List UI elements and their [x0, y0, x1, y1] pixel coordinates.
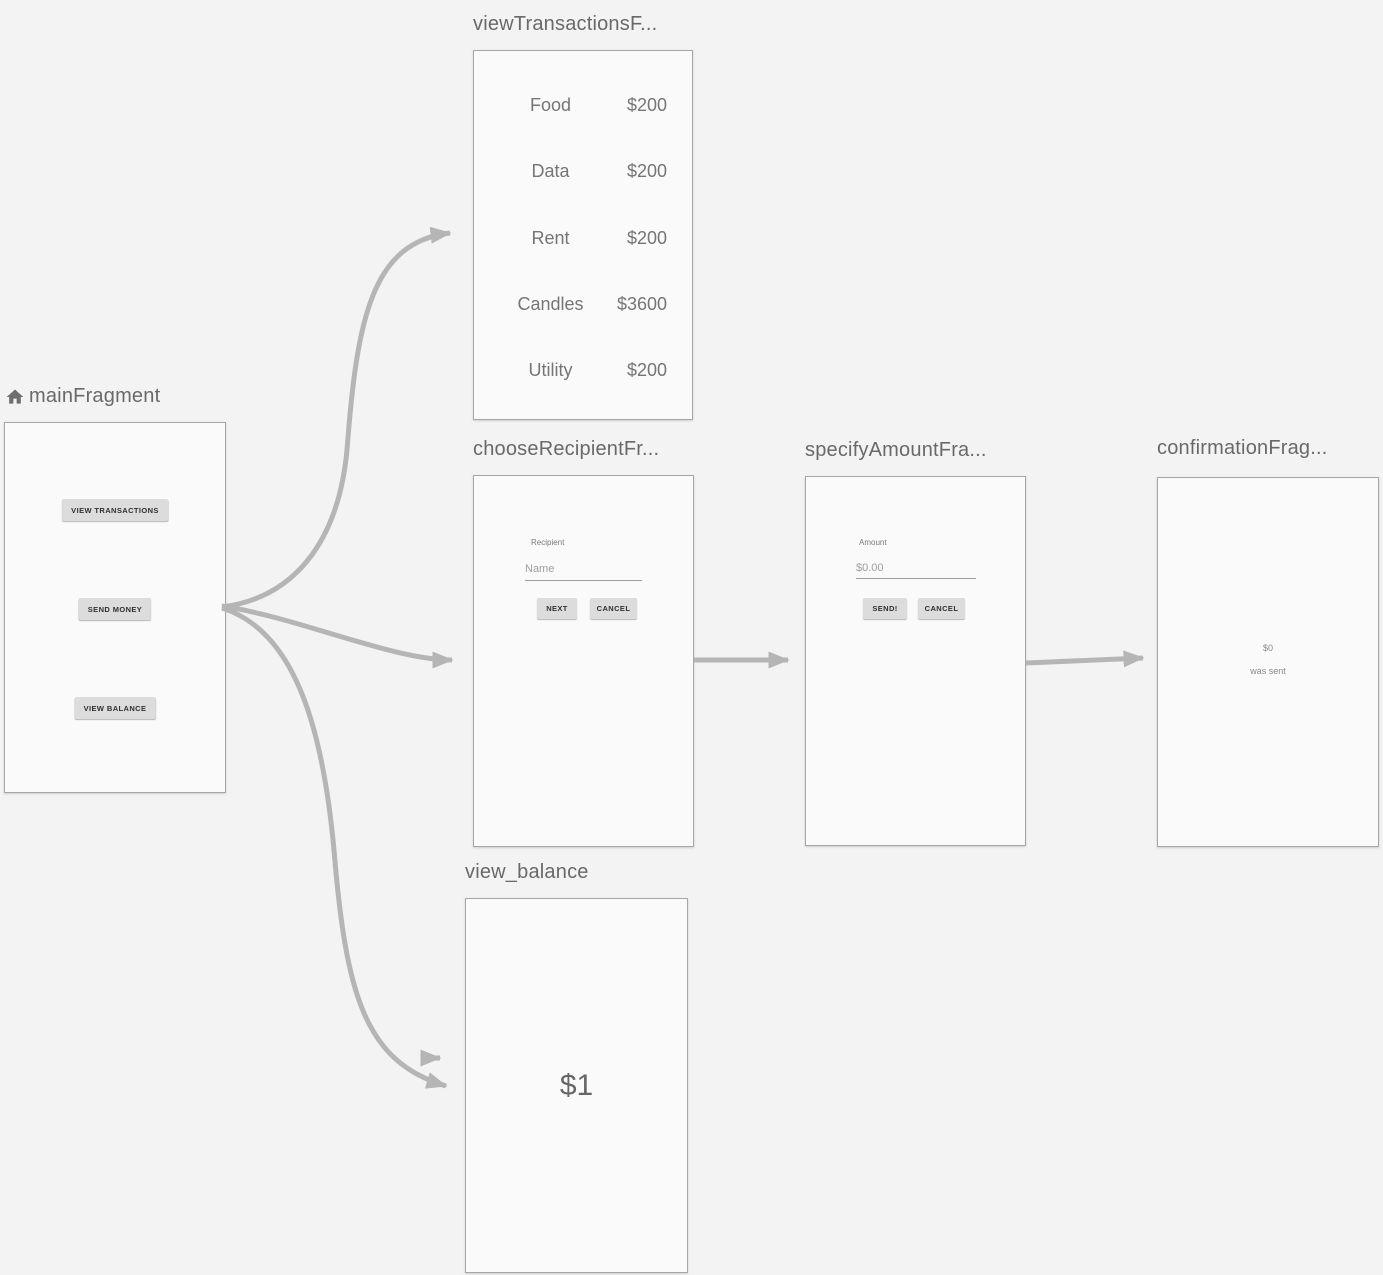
fragment-title-choose-recipient[interactable]: chooseRecipientFr... [473, 438, 659, 461]
home-icon [5, 387, 25, 407]
fragment-card-main[interactable]: VIEW TRANSACTIONS SEND MONEY VIEW BALANC… [4, 422, 226, 793]
recipient-name-hint: Name [525, 563, 555, 575]
preview-send-money-button: SEND MONEY [78, 598, 152, 620]
transaction-row: Rent $200 [474, 225, 692, 251]
preview-send-button: SEND! [863, 598, 907, 619]
fragment-card-view-balance[interactable]: $1 [465, 898, 688, 1273]
transaction-label: Data [531, 160, 570, 181]
transaction-row: Utility $200 [474, 357, 692, 383]
balance-amount-text: $1 [559, 1069, 594, 1102]
fragment-title-label: confirmationFrag... [1157, 437, 1328, 459]
transaction-amount: $200 [626, 227, 667, 248]
action-main-to-view-balance[interactable] [221, 605, 448, 1089]
preview-view-transactions-button: VIEW TRANSACTIONS [62, 499, 168, 521]
preview-cancel-button: CANCEL [590, 598, 637, 619]
fragment-title-main[interactable]: mainFragment [5, 385, 160, 408]
transaction-label: Candles [517, 293, 584, 314]
amount-field-value: $0.00 [856, 562, 884, 574]
transaction-amount: $200 [626, 94, 667, 115]
transaction-row: Candles $3600 [474, 291, 692, 317]
fragment-card-confirmation[interactable]: $0 was sent [1157, 477, 1379, 847]
transaction-amount: $200 [626, 160, 667, 181]
amount-input-underline [856, 578, 976, 579]
confirmation-amount-text: $0 [1262, 643, 1273, 653]
fragment-title-label: viewTransactionsF... [473, 13, 658, 35]
preview-next-button: NEXT [537, 598, 577, 619]
transaction-label: Food [529, 94, 572, 115]
fragment-title-label: specifyAmountFra... [805, 439, 987, 461]
transaction-row: Food $200 [474, 92, 692, 118]
action-specify-amount-to-confirmation[interactable] [1025, 650, 1145, 668]
action-main-to-choose-recipient[interactable] [221, 603, 454, 669]
fragment-title-specify-amount[interactable]: specifyAmountFra... [805, 439, 987, 462]
fragment-title-label: view_balance [465, 861, 589, 883]
fragment-card-view-transactions[interactable]: Food $200 Data $200 Rent $200 Candles $3… [473, 50, 693, 420]
transaction-row: Data $200 [474, 158, 692, 184]
amount-field-label: Amount [859, 538, 887, 547]
transaction-amount: $200 [626, 359, 667, 380]
recipient-input-underline [525, 580, 642, 581]
fragment-title-view-balance[interactable]: view_balance [465, 861, 589, 884]
transaction-amount: $3600 [616, 293, 667, 314]
fragment-title-confirmation[interactable]: confirmationFrag... [1157, 437, 1328, 460]
transaction-label: Utility [528, 359, 573, 380]
fragment-title-label: chooseRecipientFr... [473, 438, 660, 460]
fragment-card-specify-amount[interactable]: Amount $0.00 SEND! CANCEL [805, 476, 1026, 846]
recipient-field-label: Recipient [531, 538, 565, 547]
preview-view-balance-button: VIEW BALANCE [74, 697, 156, 719]
action-main-to-view-transactions[interactable] [221, 226, 452, 610]
confirmation-message-text: was sent [1250, 666, 1286, 676]
preview-cancel-button: CANCEL [918, 598, 965, 619]
fragment-title-view-transactions[interactable]: viewTransactionsF... [473, 13, 657, 36]
fragment-card-choose-recipient[interactable]: Recipient Name NEXT CANCEL [473, 475, 694, 847]
transaction-label: Rent [531, 227, 570, 248]
fragment-title-label: mainFragment [29, 385, 161, 407]
